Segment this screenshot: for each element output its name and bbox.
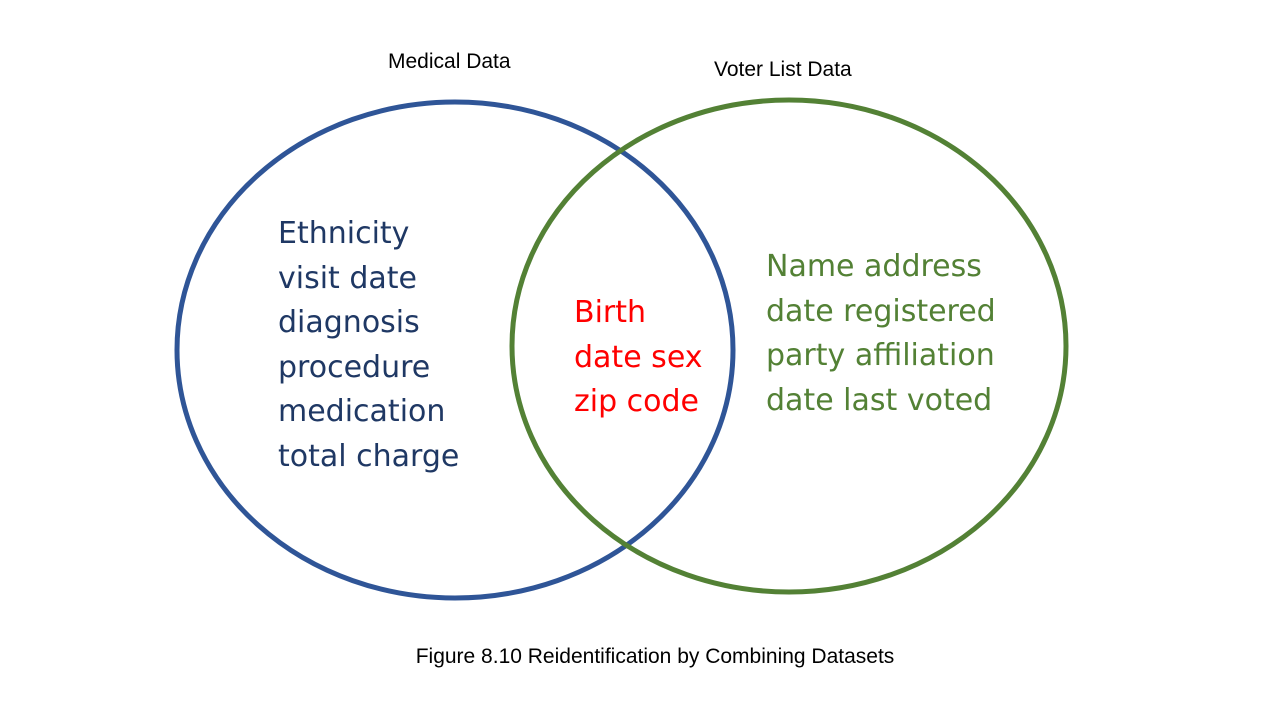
voter-item: date last voted xyxy=(766,382,993,418)
voter-list-data-items: Name address date registered party affil… xyxy=(766,245,996,423)
medical-data-title: Medical Data xyxy=(388,50,511,73)
intersection-items: Birth date sex zip code xyxy=(574,291,703,425)
intersection-item: zip code xyxy=(574,384,700,420)
intersection-item: date sex xyxy=(574,339,703,375)
voter-list-data-circle xyxy=(509,97,1069,595)
voter-list-data-title: Voter List Data xyxy=(714,58,852,81)
intersection-item: Birth xyxy=(574,295,647,330)
medical-item: procedure xyxy=(278,349,431,385)
medical-item: total charge xyxy=(278,438,460,474)
medical-item: visit date xyxy=(278,260,417,296)
voter-item: Name address xyxy=(766,249,982,284)
medical-data-items: Ethnicity visit date diagnosis procedure… xyxy=(278,212,459,480)
figure-caption: Figure 8.10 Reidentification by Combinin… xyxy=(415,645,895,668)
medical-item: Ethnicity xyxy=(278,216,410,251)
voter-item: date registered xyxy=(766,293,996,329)
voter-item: party affiliation xyxy=(766,338,995,374)
medical-item: diagnosis xyxy=(278,305,420,341)
medical-data-circle xyxy=(174,99,736,601)
medical-item: medication xyxy=(278,394,446,430)
